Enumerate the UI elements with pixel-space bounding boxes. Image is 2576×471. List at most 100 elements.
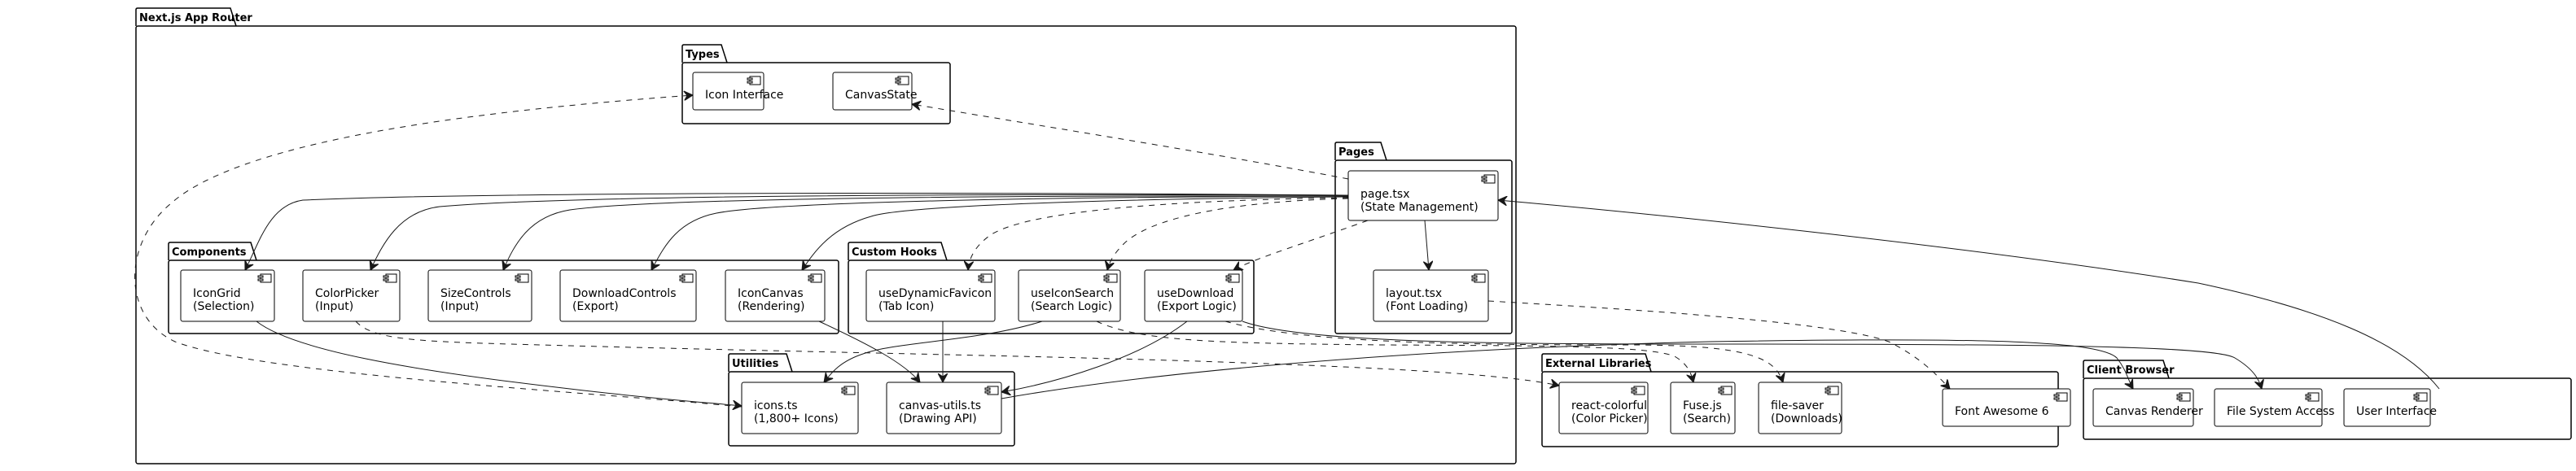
package-title: Custom Hooks <box>852 246 937 259</box>
component-box <box>1670 382 1736 434</box>
component-box <box>2343 388 2431 427</box>
component-use-download[interactable]: useDownload(Export Logic) <box>1144 269 1243 322</box>
edge-use-icon-search-to-icons-ts <box>824 321 1043 382</box>
component-name: ColorPicker <box>315 287 379 300</box>
component-icon <box>1825 386 1839 395</box>
component-name: File System Access <box>2227 405 2334 418</box>
edge-icon-grid-to-icons-ts <box>256 321 742 406</box>
component-icons-ts[interactable]: icons.ts(1,800+ Icons) <box>741 382 859 434</box>
component-name: IconCanvas <box>738 287 804 300</box>
package-title: External Libraries <box>1545 358 1652 370</box>
component-name: useIconSearch <box>1031 287 1114 300</box>
component-page-tsx[interactable]: page.tsx(State Management) <box>1347 170 1499 221</box>
component-icon <box>808 273 822 283</box>
component-box <box>1018 269 1121 322</box>
component-icon <box>895 76 909 85</box>
component-description: (Export Logic) <box>1157 300 1237 313</box>
component-user-interface[interactable]: User Interface <box>2343 388 2437 427</box>
component-name: page.tsx <box>1360 188 1409 201</box>
component-icon <box>383 273 397 283</box>
component-name: icons.ts <box>754 399 798 412</box>
component-name: file-saver <box>1771 399 1824 412</box>
component-icon-grid[interactable]: IconGrid(Selection) <box>180 269 275 322</box>
component-box <box>832 72 913 111</box>
component-box <box>1942 388 2071 427</box>
component-layout-tsx[interactable]: layout.tsx(Font Loading) <box>1373 269 1489 322</box>
edge-page-tsx-to-size-controls <box>503 195 1349 270</box>
package-title: Utilities <box>732 358 779 370</box>
component-icon <box>2053 392 2068 402</box>
component-size-controls[interactable]: SizeControls(Input) <box>427 269 532 322</box>
component-description: (Tab Icon) <box>878 300 934 313</box>
component-name: Canvas Renderer <box>2105 405 2203 418</box>
edge-page-tsx-to-color-picker <box>370 194 1349 270</box>
component-canvas-utils[interactable]: canvas-utils.ts(Drawing API) <box>886 382 1002 434</box>
component-description: (Rendering) <box>738 300 804 313</box>
component-icon <box>2176 392 2191 402</box>
component-box <box>865 269 996 322</box>
package-body <box>135 25 1517 464</box>
component-icon <box>978 273 992 283</box>
package-tab <box>2083 360 2170 379</box>
component-icon-canvas[interactable]: IconCanvas(Rendering) <box>725 269 826 322</box>
component-fuse-js[interactable]: Fuse.js(Search) <box>1670 382 1736 434</box>
package-tab <box>1334 142 1387 161</box>
package-browser: Client Browser <box>2083 360 2572 440</box>
component-icon <box>515 273 529 283</box>
edge-page-tsx-to-icon-grid <box>245 193 1349 270</box>
package-title: Components <box>172 246 247 259</box>
component-name: useDownload <box>1157 287 1233 300</box>
component-icon <box>984 386 999 395</box>
edge-user-interface-to-page-tsx <box>1498 200 2440 390</box>
component-description: (Selection) <box>193 300 254 313</box>
component-font-awesome[interactable]: Font Awesome 6 <box>1942 388 2071 427</box>
component-box <box>741 382 859 434</box>
package-nextjs: Next.js App Router <box>135 7 1517 464</box>
component-file-saver[interactable]: file-saver(Downloads) <box>1758 382 1842 434</box>
component-name: CanvasState <box>845 89 917 102</box>
component-canvas-renderer[interactable]: Canvas Renderer <box>2092 388 2203 427</box>
component-icon <box>1225 273 1240 283</box>
component-name: Icon Interface <box>705 89 783 102</box>
component-description: (Drawing API) <box>899 412 977 425</box>
component-use-dynamic-favicon[interactable]: useDynamicFavicon(Tab Icon) <box>865 269 996 322</box>
component-file-system-access[interactable]: File System Access <box>2214 388 2334 427</box>
package-tab <box>1541 353 1652 373</box>
component-box <box>302 269 401 322</box>
edge-use-icon-search-to-fuse-js <box>1096 321 1693 382</box>
component-box <box>886 382 1002 434</box>
package-tab <box>168 242 257 261</box>
component-icon <box>2413 392 2428 402</box>
package-tab <box>848 242 948 261</box>
component-box <box>1373 269 1489 322</box>
component-icon <box>1471 273 1486 283</box>
package-body <box>2083 377 2572 440</box>
package-tab <box>728 353 793 373</box>
component-name: layout.tsx <box>1386 287 1442 300</box>
component-description: (Color Picker) <box>1571 412 1648 425</box>
package-title: Client Browser <box>2087 364 2175 377</box>
component-icon <box>1481 174 1496 184</box>
component-download-controls[interactable]: DownloadControls(Export) <box>559 269 697 322</box>
edge-page-tsx-to-use-download <box>1233 220 1369 270</box>
edge-page-tsx-to-use-icon-search <box>1107 198 1349 270</box>
package-title: Types <box>686 49 720 61</box>
edge-page-tsx-to-icon-canvas <box>802 196 1349 270</box>
component-box <box>1558 382 1649 434</box>
component-description: (Search Logic) <box>1031 300 1112 313</box>
component-react-colorful[interactable]: react-colorful(Color Picker) <box>1558 382 1649 434</box>
component-name: User Interface <box>2356 405 2437 418</box>
component-name: DownloadControls <box>572 287 677 300</box>
component-name: canvas-utils.ts <box>899 399 981 412</box>
component-description: (Input) <box>440 300 479 313</box>
component-name: Fuse.js <box>1683 399 1722 412</box>
component-name: Font Awesome 6 <box>1955 405 2049 418</box>
component-canvas-state[interactable]: CanvasState <box>832 72 917 111</box>
edge-layout-tsx-to-font-awesome <box>1487 300 1950 389</box>
component-icon-interface[interactable]: Icon Interface <box>692 72 783 111</box>
component-color-picker[interactable]: ColorPicker(Input) <box>302 269 401 322</box>
component-use-icon-search[interactable]: useIconSearch(Search Logic) <box>1018 269 1121 322</box>
component-name: IconGrid <box>193 287 241 300</box>
component-icon <box>1718 386 1733 395</box>
